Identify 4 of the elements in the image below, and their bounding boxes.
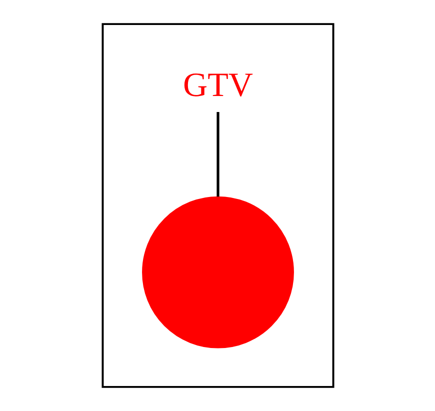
connector bbox=[216, 112, 219, 197]
node-circle bbox=[142, 196, 294, 348]
node-text: GTV bbox=[182, 66, 252, 104]
cluster bbox=[101, 23, 334, 388]
